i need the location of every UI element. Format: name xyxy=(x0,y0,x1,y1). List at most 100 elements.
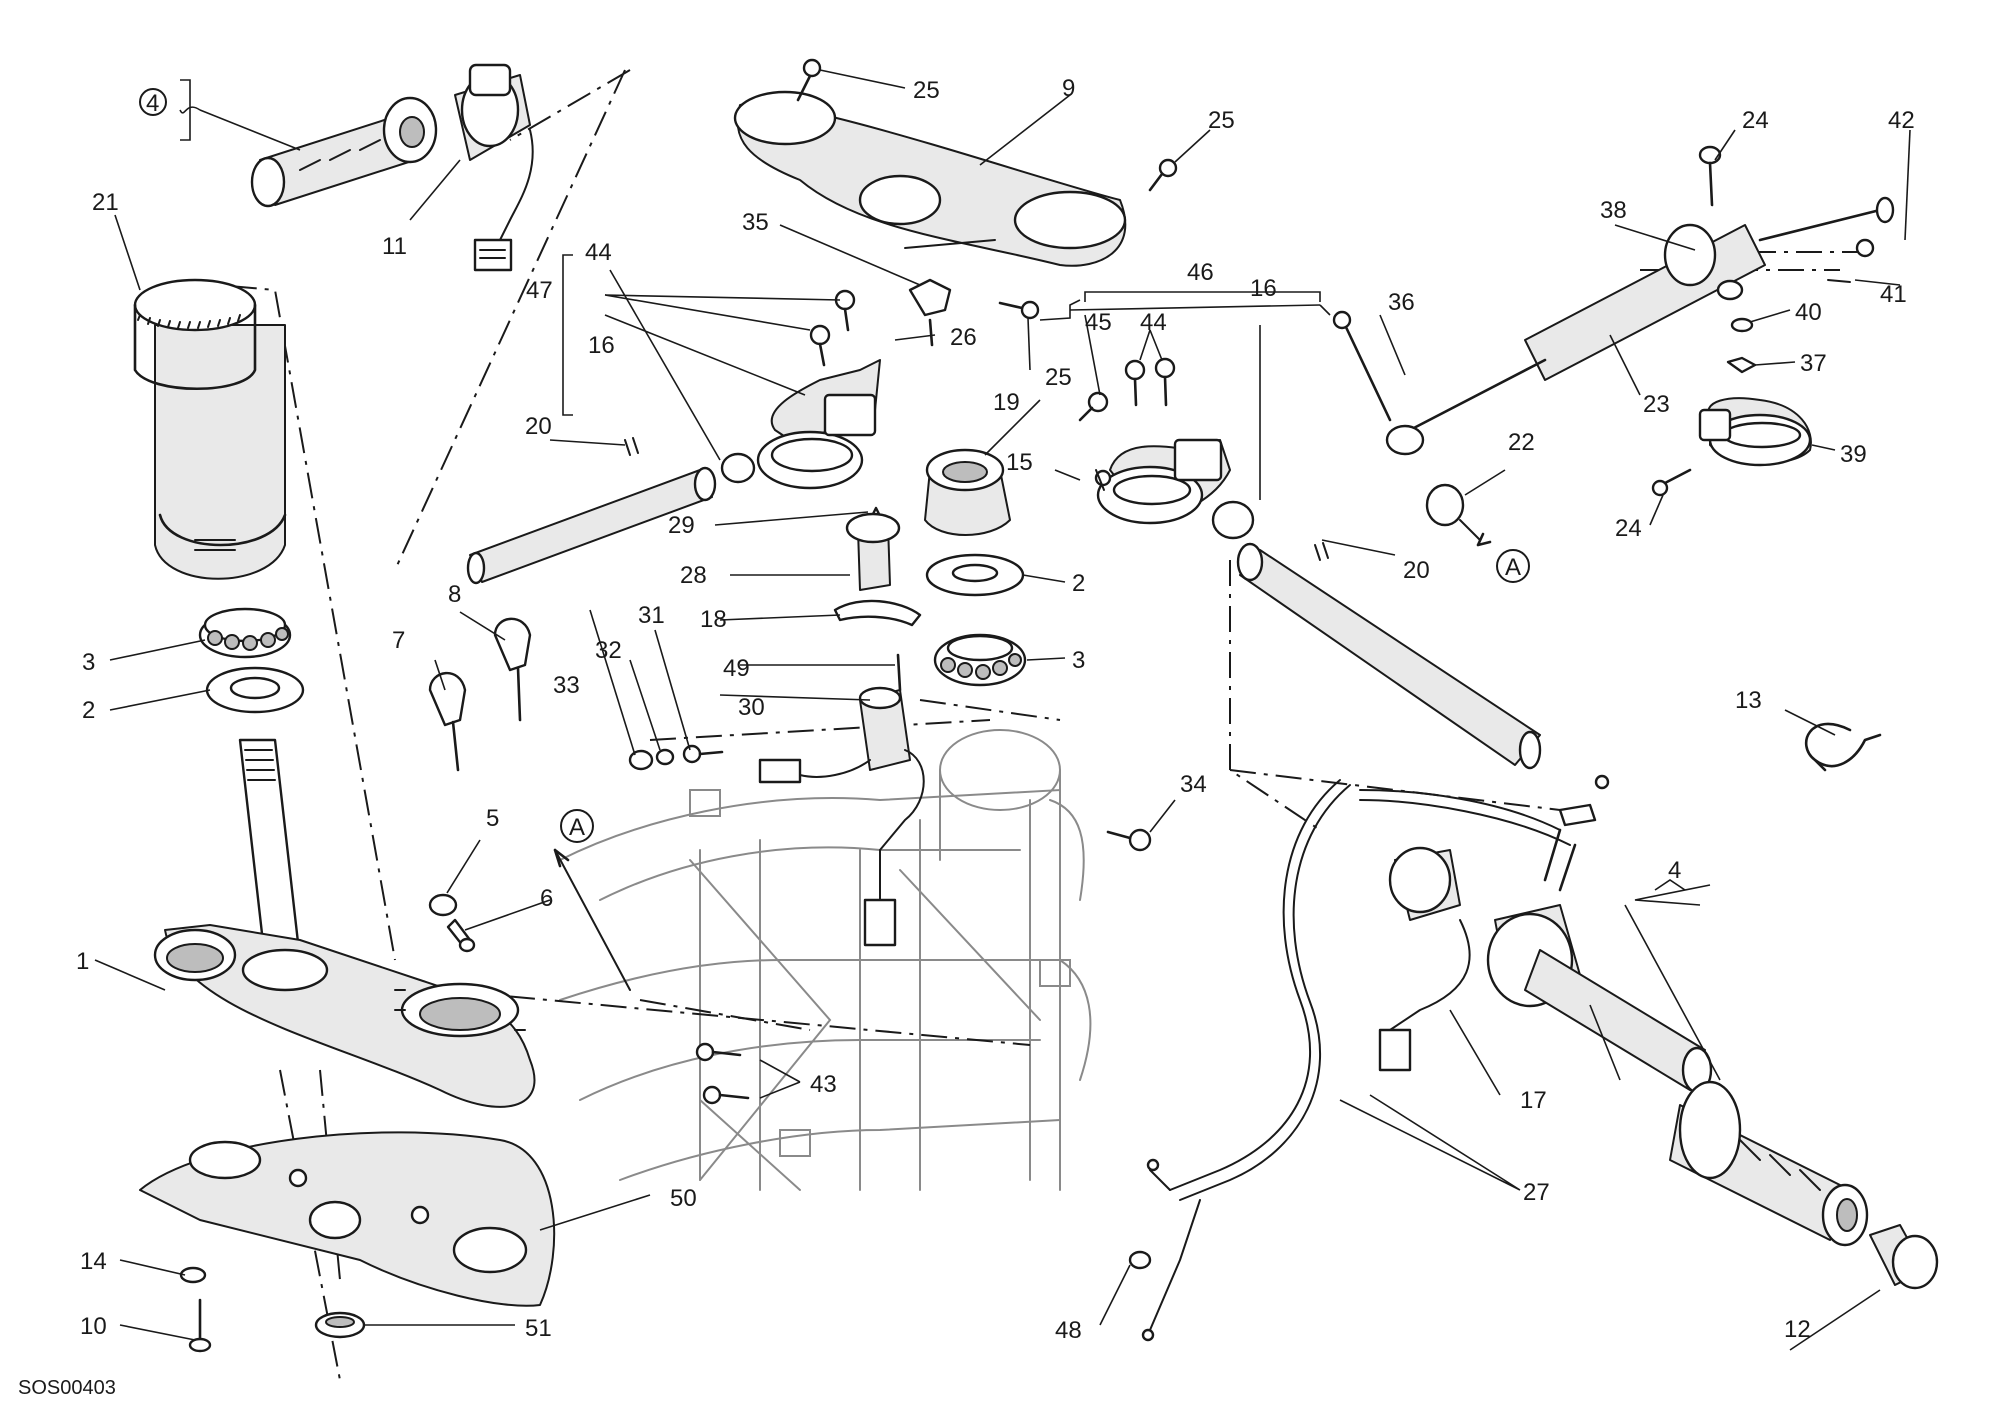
label-21: 21 xyxy=(92,189,119,216)
label-45: 45 xyxy=(1085,309,1112,336)
label-36: 36 xyxy=(1388,289,1415,316)
label-18: 18 xyxy=(700,606,727,633)
label-44b: 44 xyxy=(1140,309,1167,336)
leader-lines xyxy=(94,69,1911,1351)
label-11: 11 xyxy=(382,233,407,260)
bush-and-bolt xyxy=(428,893,476,953)
label-39: 39 xyxy=(1840,441,1867,468)
label-51: 51 xyxy=(525,1315,552,1342)
label-37: 37 xyxy=(1800,350,1827,377)
label-49: 49 xyxy=(723,655,750,682)
right-grip xyxy=(1669,1080,1939,1290)
label-4-circled: 4 xyxy=(146,90,159,117)
throttle-assembly xyxy=(1378,846,1713,1094)
label-27: 27 xyxy=(1523,1179,1550,1206)
bottom-fasteners xyxy=(179,1266,366,1353)
label-15: 15 xyxy=(1006,449,1033,476)
drawing-code: SOS00403 xyxy=(18,1377,116,1399)
bolts-44-left xyxy=(809,289,856,367)
label-44a: 44 xyxy=(585,239,612,266)
label-9: 9 xyxy=(1062,75,1075,102)
label-29: 29 xyxy=(668,512,695,539)
label-28: 28 xyxy=(680,562,707,589)
ignition-assembly xyxy=(758,506,925,947)
clip-13 xyxy=(1804,722,1882,772)
label-10: 10 xyxy=(80,1313,107,1340)
label-30: 30 xyxy=(738,694,765,721)
label-8: 8 xyxy=(448,581,461,608)
label-19: 19 xyxy=(993,389,1020,416)
bolts-25 xyxy=(796,58,1178,320)
label-17: 17 xyxy=(1520,1087,1547,1114)
callout-labels: 1 2 2 3 3 4 4 5 6 7 8 9 10 11 12 13 14 1… xyxy=(18,75,1915,1399)
label-1: 1 xyxy=(76,948,89,975)
label-7: 7 xyxy=(392,627,405,654)
label-25a: 25 xyxy=(913,77,940,104)
label-20a: 20 xyxy=(525,413,552,440)
right-clipon xyxy=(1094,438,1231,525)
label-16b: 16 xyxy=(1250,275,1277,302)
left-bearing xyxy=(198,607,292,659)
top-yoke xyxy=(733,90,1127,267)
label-4: 4 xyxy=(1668,857,1681,884)
circled-4-badge xyxy=(139,88,167,116)
label-42: 42 xyxy=(1888,107,1915,134)
steering-damper xyxy=(1332,196,1895,456)
label-41: 41 xyxy=(1880,281,1907,308)
label-13: 13 xyxy=(1735,687,1762,714)
label-16a: 16 xyxy=(588,332,615,359)
left-seal xyxy=(205,666,305,714)
reference-a-right: A xyxy=(1505,554,1521,581)
label-25c: 25 xyxy=(1045,364,1072,391)
label-40: 40 xyxy=(1795,299,1822,326)
left-grip xyxy=(250,96,438,208)
label-24b: 24 xyxy=(1615,515,1642,542)
reference-a-markers xyxy=(553,532,1530,991)
label-43: 43 xyxy=(810,1071,837,1098)
left-clipon xyxy=(756,359,881,490)
left-switch xyxy=(454,63,534,272)
label-22: 22 xyxy=(1508,429,1535,456)
label-6: 6 xyxy=(540,885,553,912)
clamp-cap xyxy=(908,278,952,347)
label-20b: 20 xyxy=(1403,557,1430,584)
label-33: 33 xyxy=(553,672,580,699)
label-2b: 2 xyxy=(1072,570,1085,597)
lower-yoke xyxy=(153,738,536,1108)
label-24a: 24 xyxy=(1742,107,1769,134)
left-bar-tube xyxy=(466,437,756,585)
damper-clamp xyxy=(1651,317,1812,497)
right-bearing-seal xyxy=(925,553,1027,687)
label-32: 32 xyxy=(595,637,622,664)
bush-22 xyxy=(1425,483,1481,541)
frame-outline xyxy=(559,729,1092,1191)
label-38: 38 xyxy=(1600,197,1627,224)
yoke-cover xyxy=(139,1131,556,1307)
nut-48 xyxy=(1128,1250,1152,1270)
keys xyxy=(428,617,532,772)
label-23: 23 xyxy=(1643,391,1670,418)
label-48: 48 xyxy=(1055,1317,1082,1344)
label-5: 5 xyxy=(486,805,499,832)
fasteners-31-33 xyxy=(628,744,724,771)
label-46: 46 xyxy=(1187,259,1214,286)
throttle-cables xyxy=(1141,774,1610,1342)
label-2a: 2 xyxy=(82,697,95,724)
label-3b: 3 xyxy=(1072,647,1085,674)
bolt-34 xyxy=(1106,828,1152,852)
label-50: 50 xyxy=(670,1185,697,1212)
label-31: 31 xyxy=(638,602,665,629)
right-bar-tube xyxy=(1211,500,1542,770)
reference-a-left: A xyxy=(569,814,585,841)
label-3a: 3 xyxy=(82,649,95,676)
label-47: 47 xyxy=(526,277,553,304)
label-35: 35 xyxy=(742,209,769,236)
steering-sleeve xyxy=(133,278,287,580)
label-25b: 25 xyxy=(1208,107,1235,134)
label-34: 34 xyxy=(1180,771,1207,798)
label-12: 12 xyxy=(1784,1316,1811,1343)
label-14: 14 xyxy=(80,1248,107,1275)
bolts-43 xyxy=(695,1042,750,1105)
steering-nut xyxy=(924,448,1011,536)
